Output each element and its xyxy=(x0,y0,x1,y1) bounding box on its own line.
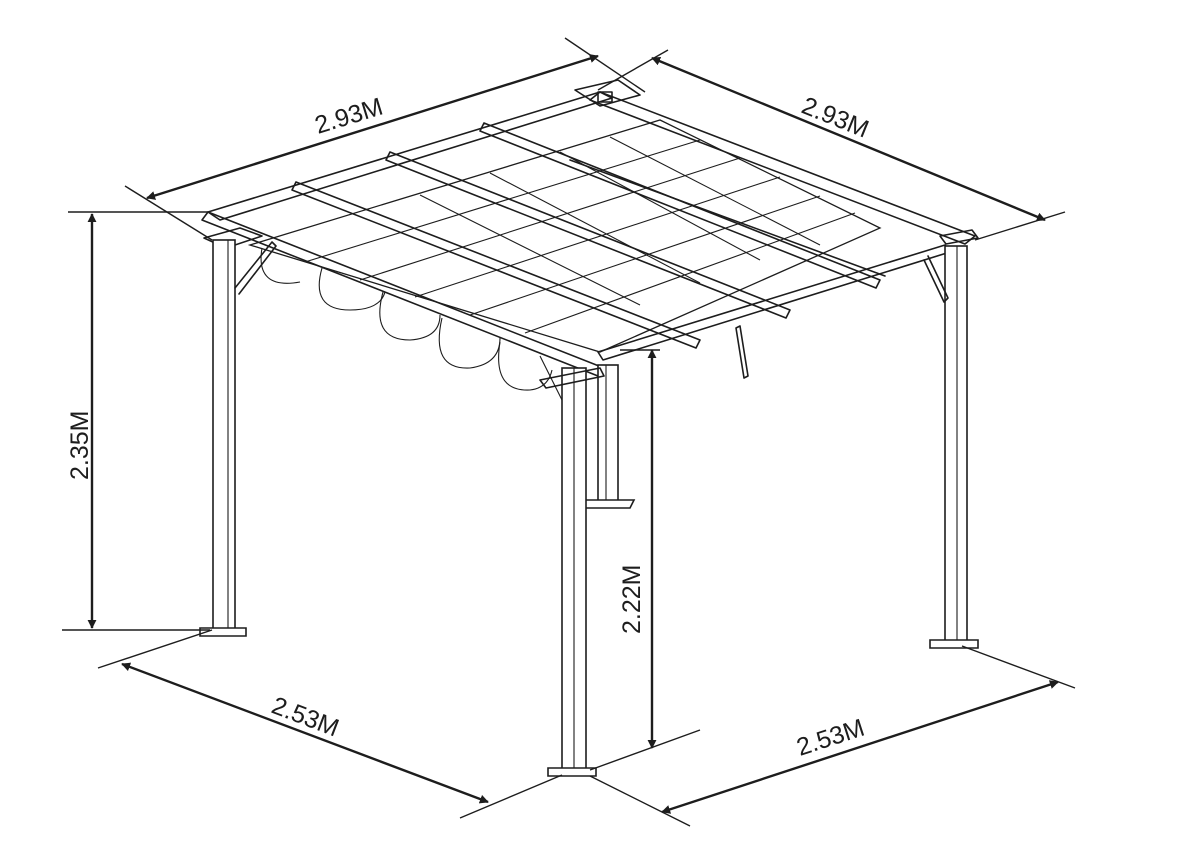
post-right xyxy=(923,229,979,649)
canopy-folds xyxy=(260,247,553,391)
dim-label-top-right: 2.93M xyxy=(798,92,873,144)
crank-rod xyxy=(735,325,749,379)
posts xyxy=(199,229,979,777)
post-front xyxy=(539,355,605,777)
dim-label-clearance-height: 2.22M xyxy=(618,565,646,634)
dim-label-total-height: 2.35M xyxy=(66,411,94,480)
dim-label-top-left: 2.93M xyxy=(312,93,387,140)
post-left xyxy=(199,239,277,637)
post-rear-center xyxy=(580,364,636,509)
dim-label-base-right: 2.53M xyxy=(793,714,868,762)
dim-label-base-left: 2.53M xyxy=(268,691,343,742)
canopy-seams xyxy=(304,136,856,334)
